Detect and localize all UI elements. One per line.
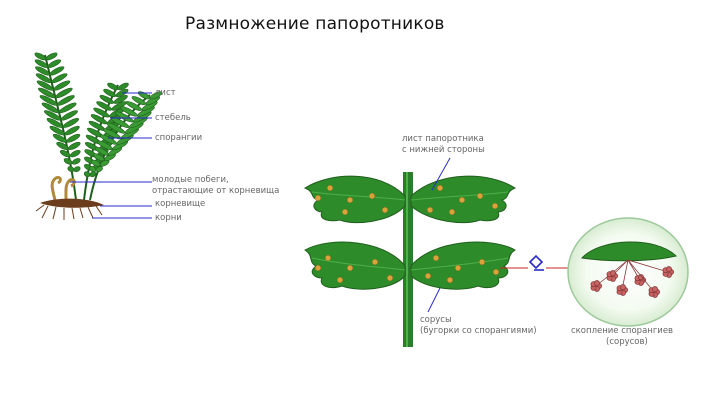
label-frond-underside-2: с нижней стороны [402, 145, 485, 155]
label-frond-underside-1: лист папоротника [402, 134, 484, 144]
label-sori-2: (бугорки со спорангиями) [420, 326, 537, 336]
label-young-shoots-1: молодые побеги, [152, 175, 229, 185]
sorus-detail-illustration [567, 217, 689, 327]
frond-underside-illustration [303, 172, 517, 347]
label-young-shoots-2: отрастающие от корневища [152, 186, 280, 196]
fern-plant-illustration [34, 52, 163, 220]
magnifier-icon [528, 254, 544, 271]
plant-pointer-lines [70, 92, 152, 219]
label-sporangia: спорангии [155, 133, 203, 143]
label-roots: корни [155, 213, 182, 223]
label-leaf: лист [155, 88, 176, 98]
page-title: Размножение папоротников [185, 14, 445, 34]
label-sporangia-cluster-2: (сорусов) [606, 337, 648, 347]
label-rhizome: корневище [155, 199, 206, 209]
label-stem: стебель [155, 113, 191, 123]
label-sporangia-cluster-1: скопление спорангиев [571, 326, 674, 336]
label-sori-1: сорусы [420, 315, 452, 325]
